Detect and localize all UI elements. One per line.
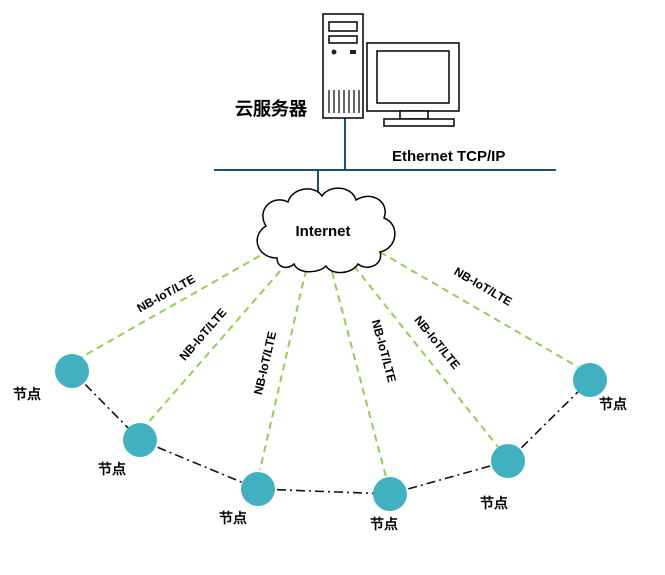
monitor-base (383, 118, 455, 127)
node-circle-4 (373, 477, 407, 511)
chain-link-4 (389, 460, 509, 495)
nb-link-3 (259, 269, 307, 471)
link-label-3: NB-IoT/LTE (251, 330, 279, 396)
tower-led (350, 50, 356, 54)
ethernet-label: Ethernet TCP/IP (392, 148, 505, 165)
chain-link-3 (257, 488, 391, 495)
tower-drive-slot-1 (328, 21, 358, 32)
sensor-nodes (55, 354, 607, 511)
tower-drive-slot-2 (328, 35, 358, 44)
node-label-5: 节点 (480, 495, 508, 511)
node-label-4: 节点 (370, 516, 398, 532)
chain-link-2 (139, 439, 259, 490)
node-circle-5 (491, 444, 525, 478)
link-label-5: NB-IoT/LTE (411, 313, 462, 372)
node-label-6: 节点 (599, 396, 627, 412)
internet-cloud: Internet (256, 187, 396, 274)
nb-link-1 (79, 249, 271, 359)
link-label-6: NB-IoT/LTE (452, 264, 515, 308)
node-circle-6 (573, 363, 607, 397)
internet-label: Internet (295, 223, 350, 240)
link-label-2: NB-IoT/LTE (177, 305, 230, 363)
monitor-stand (399, 110, 429, 120)
cloud-shape (256, 187, 396, 274)
chain-link-5 (507, 379, 591, 462)
node-label-3: 节点 (219, 510, 247, 526)
link-label-1: NB-IoT/LTE (134, 272, 197, 315)
link-label-4: NB-IoT/LTE (369, 318, 399, 384)
nb-link-5 (353, 265, 499, 448)
tower-power-button (331, 49, 337, 55)
node-circle-2 (123, 423, 157, 457)
server-label: 云服务器 (235, 98, 308, 119)
node-labels: 节点 节点 节点 节点 节点 节点 (13, 386, 627, 532)
node-label-2: 节点 (98, 461, 126, 477)
node-circle-1 (55, 354, 89, 388)
monitor-screen (376, 50, 450, 104)
nb-link-6 (379, 251, 579, 368)
nb-link-2 (145, 261, 289, 426)
tower-vent-grill (328, 90, 360, 113)
cloud-server-illustration (322, 13, 460, 127)
nb-link-4 (331, 271, 387, 478)
node-circle-3 (241, 472, 275, 506)
link-labels: NB-IoT/LTE NB-IoT/LTE NB-IoT/LTE NB-IoT/… (134, 264, 514, 396)
node-label-1: 节点 (13, 386, 41, 402)
nb-iot-links (79, 249, 579, 478)
